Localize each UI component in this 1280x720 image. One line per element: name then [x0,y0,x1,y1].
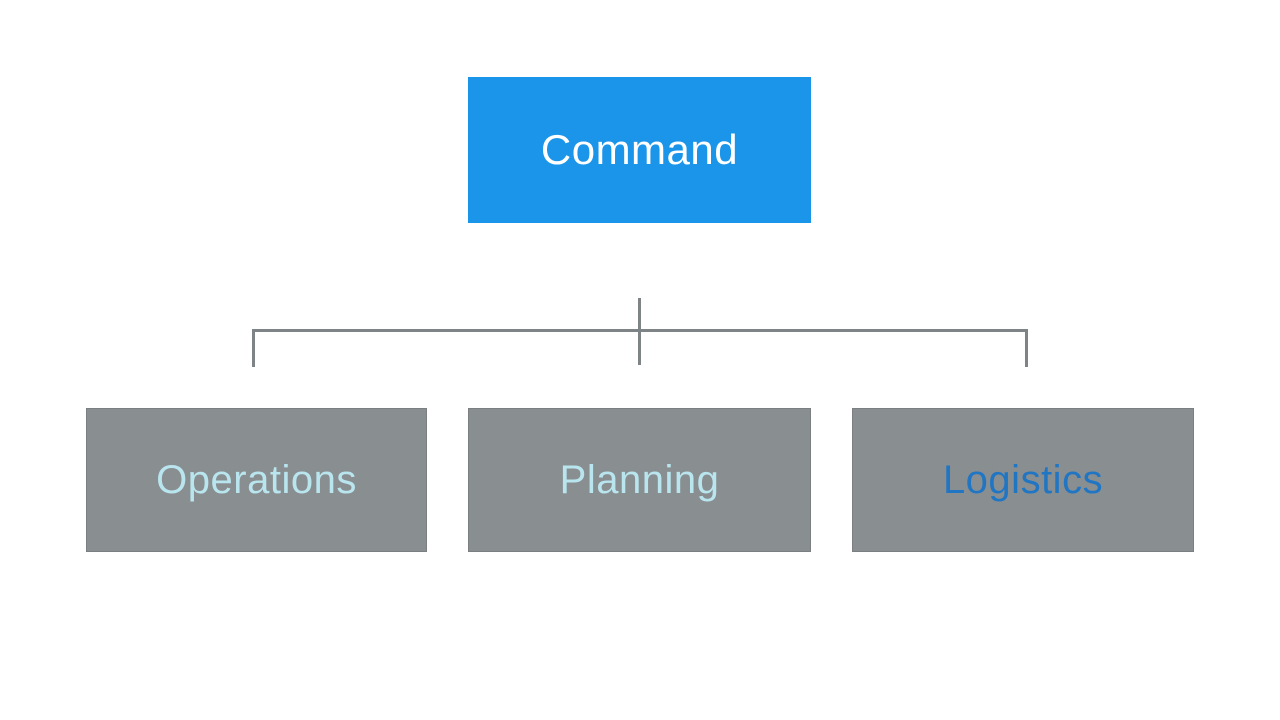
connector-horizontal-bar [252,329,1028,332]
node-logistics-label: Logistics [942,457,1104,502]
node-planning-label: Planning [559,457,720,502]
node-operations-label: Operations [156,457,357,502]
node-operations: Operations [86,408,427,552]
connector-right-drop [1025,329,1028,367]
node-logistics: Logistics [852,408,1194,552]
node-command-label: Command [540,126,739,173]
node-command: Command [468,77,811,223]
connector-left-drop [252,329,255,367]
node-planning: Planning [468,408,811,552]
